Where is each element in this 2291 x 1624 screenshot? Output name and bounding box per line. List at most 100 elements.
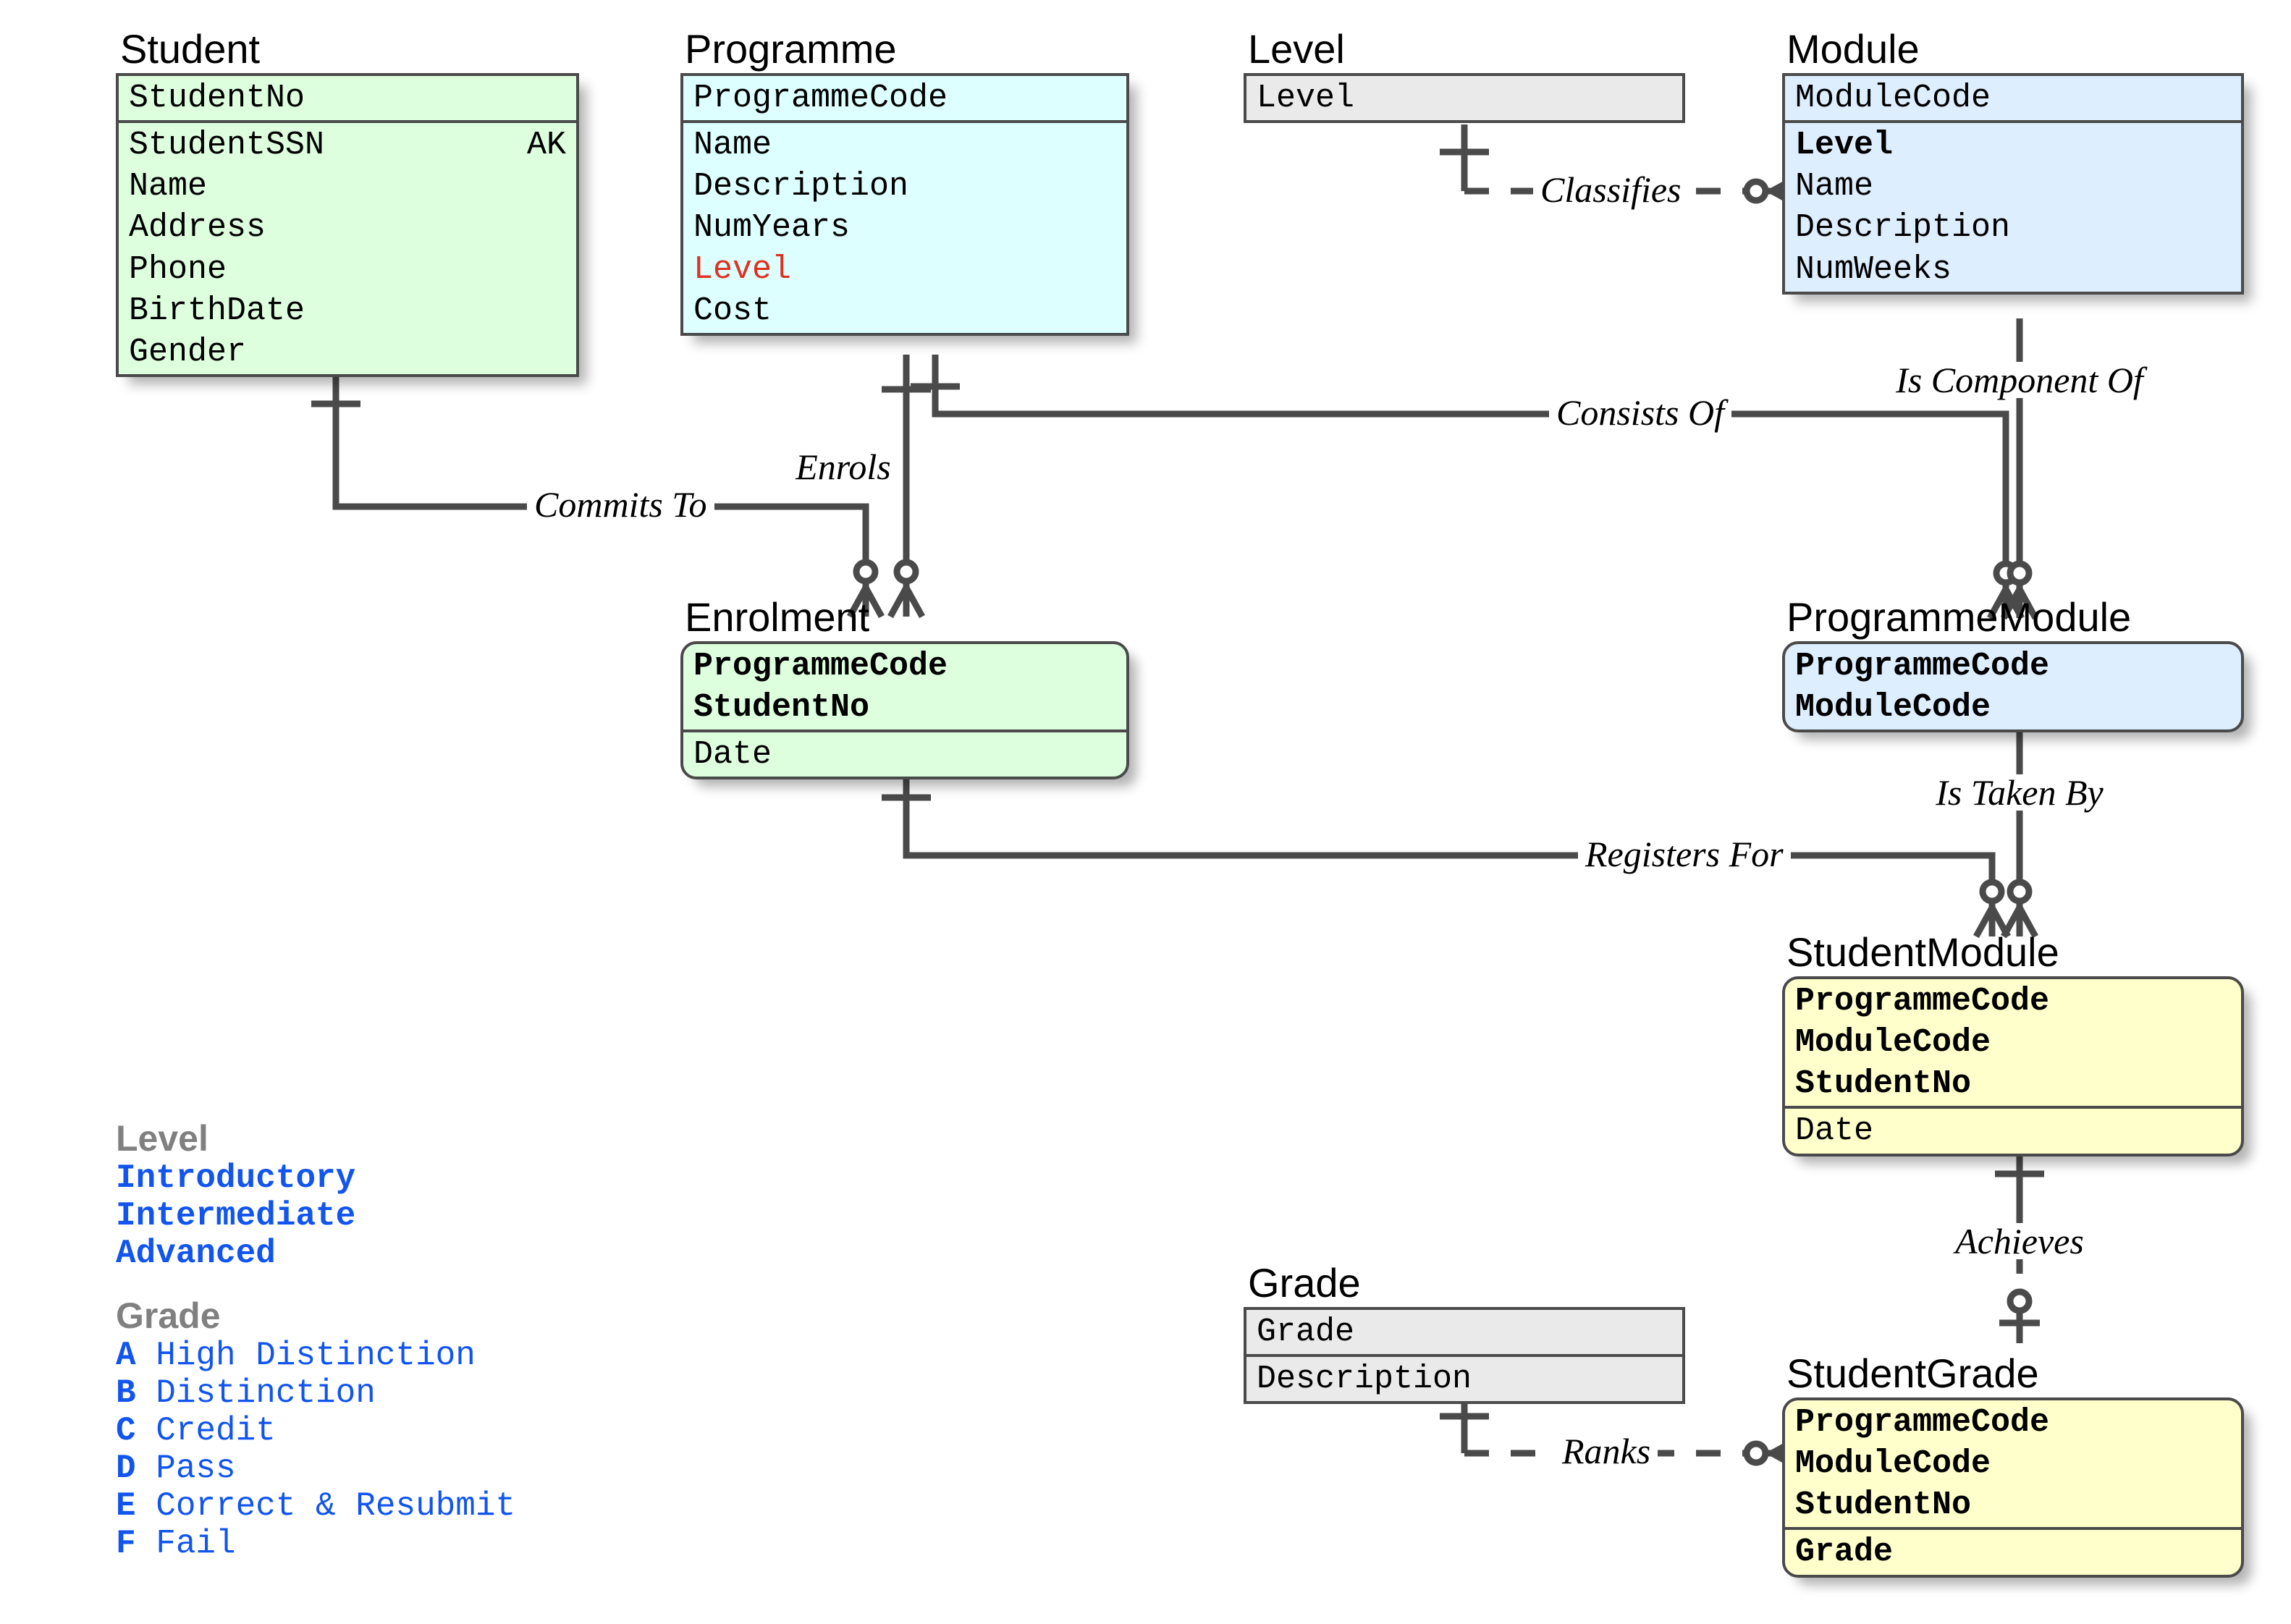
legend-item: Intermediate (116, 1198, 355, 1235)
entity-box-programmemodule[interactable]: ProgrammeCode ModuleCode (1782, 641, 2244, 732)
attr-group-pk: StudentNo (119, 76, 576, 120)
entity-programmemodule[interactable]: ProgrammeModule ProgrammeCode ModuleCode (1782, 597, 2244, 732)
entity-box-grade[interactable]: Grade Description (1244, 1307, 1685, 1404)
attr-date: Date (683, 734, 1126, 775)
attr-group-pk: ModuleCode (1785, 76, 2241, 120)
legend-item: F Fail (116, 1526, 515, 1563)
legend-title-level: Level (116, 1118, 355, 1159)
entity-enrolment[interactable]: Enrolment ProgrammeCode StudentNo Date (680, 597, 1129, 779)
rel-label-consists-of: Consists Of (1549, 394, 1731, 431)
attr-modulecode: ModuleCode (1785, 1022, 2241, 1063)
attr-programmecode: ProgrammeCode (1785, 981, 2241, 1022)
rel-label-enrols: Enrols (788, 449, 898, 485)
attr-name: Name (1785, 166, 2241, 207)
entity-title-level: Level (1244, 29, 1685, 73)
attr-programmecode: ProgrammeCode (683, 77, 1126, 119)
rel-label-ranks: Ranks (1555, 1433, 1658, 1469)
entity-title-programmemodule: ProgrammeModule (1782, 597, 2244, 641)
attr-programmecode: ProgrammeCode (1785, 1402, 2241, 1443)
attr-group-nonkey: Grade (1785, 1527, 2241, 1574)
entity-title-studentgrade: StudentGrade (1782, 1353, 2244, 1397)
attr-group-pk: ProgrammeCode ModuleCode (1785, 644, 2241, 729)
attr-group-pk: ProgrammeCode StudentNo (683, 644, 1126, 729)
legend-item: E Correct & Resubmit (116, 1488, 515, 1526)
entity-title-student: Student (116, 29, 579, 73)
entity-programme[interactable]: Programme ProgrammeCode Name Description… (680, 29, 1129, 336)
entity-box-enrolment[interactable]: ProgrammeCode StudentNo Date (680, 641, 1129, 779)
attr-group-nonkey: Date (1785, 1106, 2241, 1153)
attr-programmecode: ProgrammeCode (1785, 646, 2241, 687)
attr-numweeks: NumWeeks (1785, 249, 2241, 290)
legend-title-grade: Grade (116, 1295, 515, 1336)
attr-modulecode: ModuleCode (1785, 687, 2241, 728)
entity-student[interactable]: Student StudentNo StudentSSNAK Name Addr… (116, 29, 579, 377)
legend-item: B Distinction (116, 1375, 515, 1413)
entity-title-grade: Grade (1244, 1263, 1685, 1307)
attr-studentssn: StudentSSNAK (119, 124, 576, 166)
attr-group-pk: ProgrammeCode ModuleCode StudentNo (1785, 979, 2241, 1106)
attr-level: Level (1246, 77, 1682, 119)
legend-item: Introductory (116, 1160, 355, 1198)
attr-group-nonkey: Description (1246, 1354, 1682, 1401)
legend-grade: Grade A High Distinction B Distinction C… (116, 1295, 515, 1563)
attr-description: Description (683, 166, 1126, 207)
entity-module[interactable]: Module ModuleCode Level Name Description… (1782, 29, 2244, 295)
attr-note-ak: AK (527, 124, 566, 166)
attr-group-nonkey: Name Description NumYears Level Cost (683, 120, 1126, 333)
entity-level[interactable]: Level Level (1244, 29, 1685, 123)
attr-numyears: NumYears (683, 207, 1126, 248)
entity-box-level[interactable]: Level (1244, 73, 1685, 123)
rel-label-is-taken-by: Is Taken By (1928, 774, 2110, 811)
rel-label-classifies: Classifies (1533, 172, 1688, 208)
entity-title-module: Module (1782, 29, 2244, 73)
entity-title-enrolment: Enrolment (680, 597, 1129, 641)
entity-title-programme: Programme (680, 29, 1129, 73)
attr-name: Name (683, 124, 1126, 166)
attr-level-fk: Level (1785, 124, 2241, 166)
entity-title-studentmodule: StudentModule (1782, 932, 2244, 976)
attr-group-pk: ProgrammeCode ModuleCode StudentNo (1785, 1400, 2241, 1527)
attr-group-nonkey: StudentSSNAK Name Address Phone BirthDat… (119, 120, 576, 374)
legend-item: Advanced (116, 1235, 355, 1273)
entity-box-module[interactable]: ModuleCode Level Name Description NumWee… (1782, 73, 2244, 295)
attr-studentno: StudentNo (1785, 1063, 2241, 1104)
attr-cost: Cost (683, 290, 1126, 331)
attr-name: Name (119, 166, 576, 207)
attr-modulecode: ModuleCode (1785, 1443, 2241, 1484)
attr-description: Description (1785, 207, 2241, 248)
attr-modulecode: ModuleCode (1785, 77, 2241, 119)
rel-label-achieves: Achieves (1948, 1223, 2091, 1259)
attr-birthdate: BirthDate (119, 290, 576, 331)
entity-box-programme[interactable]: ProgrammeCode Name Description NumYears … (680, 73, 1129, 336)
attr-level: Level (683, 249, 1126, 290)
attr-group-pk: Grade (1246, 1310, 1682, 1354)
attr-studentno: StudentNo (119, 77, 576, 119)
attr-group-nonkey: Level Name Description NumWeeks (1785, 120, 2241, 292)
attr-grade-fk: Grade (1785, 1531, 2241, 1573)
attr-studentno: StudentNo (1785, 1484, 2241, 1526)
attr-programmecode: ProgrammeCode (683, 646, 1126, 687)
entity-studentgrade[interactable]: StudentGrade ProgrammeCode ModuleCode St… (1782, 1353, 2244, 1578)
attr-group-pk: ProgrammeCode (683, 76, 1126, 120)
attr-address: Address (119, 207, 576, 248)
legend-item: A High Distinction (116, 1337, 515, 1375)
entity-studentmodule[interactable]: StudentModule ProgrammeCode ModuleCode S… (1782, 932, 2244, 1156)
attr-grade: Grade (1246, 1311, 1682, 1353)
rel-label-is-component-of: Is Component Of (1889, 362, 2151, 398)
entity-box-studentgrade[interactable]: ProgrammeCode ModuleCode StudentNo Grade (1782, 1397, 2244, 1578)
rel-label-registers-for: Registers For (1578, 836, 1791, 872)
attr-phone: Phone (119, 249, 576, 290)
attr-group-nonkey: Date (683, 729, 1126, 777)
attr-gender: Gender (119, 331, 576, 373)
entity-box-student[interactable]: StudentNo StudentSSNAK Name Address Phon… (116, 73, 579, 377)
attr-description: Description (1246, 1358, 1682, 1400)
attr-studentno: StudentNo (683, 687, 1126, 728)
legend-item: C Credit (116, 1413, 515, 1450)
legend-item: D Pass (116, 1450, 515, 1488)
attr-date: Date (1785, 1110, 2241, 1151)
entity-grade[interactable]: Grade Grade Description (1244, 1263, 1685, 1404)
entity-box-studentmodule[interactable]: ProgrammeCode ModuleCode StudentNo Date (1782, 976, 2244, 1156)
attr-group-pk: Level (1246, 76, 1682, 120)
rel-label-commits-to: Commits To (527, 486, 714, 523)
